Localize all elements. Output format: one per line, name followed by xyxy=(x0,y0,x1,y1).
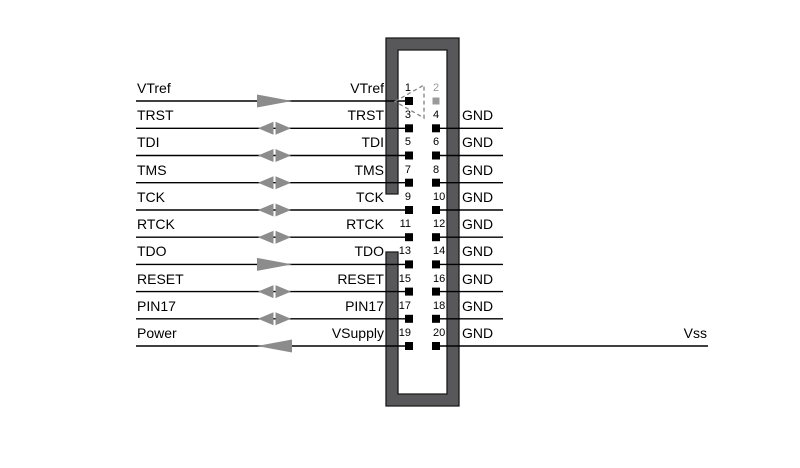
pin-number-7: 7 xyxy=(404,164,411,176)
arrow-bidirectional-icon xyxy=(258,230,291,244)
arrow-bidirectional-icon xyxy=(258,285,291,299)
gnd-label-16: GND xyxy=(462,271,494,287)
connector-label-pin17: PIN17 xyxy=(345,298,384,314)
pin-square-8 xyxy=(432,178,440,187)
pin-number-16: 16 xyxy=(433,273,446,285)
arrow-bidirectional-icon xyxy=(258,312,291,326)
pin-number-9: 9 xyxy=(404,191,411,203)
pin-square-5 xyxy=(405,151,413,160)
pin-square-13 xyxy=(405,260,413,269)
pin-square-18 xyxy=(432,314,440,323)
pin-square-15 xyxy=(405,287,413,296)
pin-square-9 xyxy=(405,206,413,214)
pin-number-17: 17 xyxy=(398,300,411,312)
arrow-bidirectional-icon xyxy=(258,203,291,217)
vss-label: Vss xyxy=(683,325,707,341)
gnd-label-8: GND xyxy=(462,162,494,178)
gnd-label-6: GND xyxy=(462,134,494,150)
gnd-label-4: GND xyxy=(462,107,494,123)
arrow-bidirectional-icon xyxy=(258,121,291,135)
pin-number-15: 15 xyxy=(398,273,411,285)
pin-square-11 xyxy=(405,233,413,242)
pin-square-16 xyxy=(432,287,440,296)
pin-number-5: 5 xyxy=(404,136,411,148)
pin-square-2-inactive xyxy=(432,97,440,105)
pin-square-3 xyxy=(405,124,413,133)
pin-number-1: 1 xyxy=(404,82,411,94)
pin-square-17 xyxy=(405,314,413,323)
arrow-right-icon xyxy=(257,94,292,108)
pin-number-20: 20 xyxy=(433,327,446,339)
gnd-label-12: GND xyxy=(462,216,494,232)
signal-label-vtref: VTref xyxy=(137,80,171,96)
gnd-label-14: GND xyxy=(462,243,494,259)
gnd-label-20: GND xyxy=(462,325,494,341)
pin-square-1 xyxy=(405,97,413,105)
pin-square-12 xyxy=(432,233,440,242)
pin-number-10: 10 xyxy=(433,191,446,203)
pin-number-8: 8 xyxy=(433,164,440,176)
signal-label-rtck: RTCK xyxy=(137,216,175,232)
connector-label-rtck: RTCK xyxy=(346,216,384,232)
pin-square-19 xyxy=(405,342,413,350)
pin-number-18: 18 xyxy=(433,300,446,312)
signal-label-pin17: PIN17 xyxy=(137,298,176,314)
signal-label-tms: TMS xyxy=(137,162,167,178)
signal-label-trst: TRST xyxy=(137,107,174,123)
signal-label-tdi: TDI xyxy=(137,134,160,150)
pin-square-4 xyxy=(432,124,440,133)
pin-number-14: 14 xyxy=(433,245,446,257)
connector-label-vsupply: VSupply xyxy=(331,325,384,341)
pin-number-3: 3 xyxy=(404,109,411,121)
gnd-label-10: GND xyxy=(462,189,494,205)
pin-square-6 xyxy=(432,151,440,160)
pin-square-20 xyxy=(432,342,440,350)
arrow-bidirectional-icon xyxy=(258,149,291,162)
pin-number-19: 19 xyxy=(398,327,411,339)
gnd-label-18: GND xyxy=(462,298,494,314)
connector-label-tms: TMS xyxy=(354,162,384,178)
arrow-right-icon xyxy=(257,257,292,271)
pin1-marker-icon xyxy=(393,83,425,120)
arrow-bidirectional-icon xyxy=(258,176,291,190)
pin-number-13: 13 xyxy=(398,245,411,257)
pin-number-12: 12 xyxy=(433,218,446,230)
pin-square-14 xyxy=(432,260,440,269)
connector-label-trst: TRST xyxy=(347,107,384,123)
pin-number-6: 6 xyxy=(433,136,440,148)
signal-label-tck: TCK xyxy=(137,189,165,205)
signal-label-tdo: TDO xyxy=(137,243,167,259)
pin-number-4: 4 xyxy=(433,109,440,121)
signal-label-reset: RESET xyxy=(137,271,184,287)
pin-number-2: 2 xyxy=(433,82,440,94)
connector-label-tck: TCK xyxy=(356,189,384,205)
connector-label-tdi: TDI xyxy=(361,134,384,150)
signal-label-power: Power xyxy=(137,325,177,341)
connector-label-vtref: VTref xyxy=(350,80,384,96)
connector-shell xyxy=(385,37,460,407)
pin-square-10 xyxy=(432,206,440,214)
pin-square-7 xyxy=(405,178,413,187)
pin-number-11: 11 xyxy=(399,218,411,230)
arrow-left-icon xyxy=(257,339,292,353)
connector-label-reset: RESET xyxy=(337,271,384,287)
connector-label-tdo: TDO xyxy=(354,243,384,259)
